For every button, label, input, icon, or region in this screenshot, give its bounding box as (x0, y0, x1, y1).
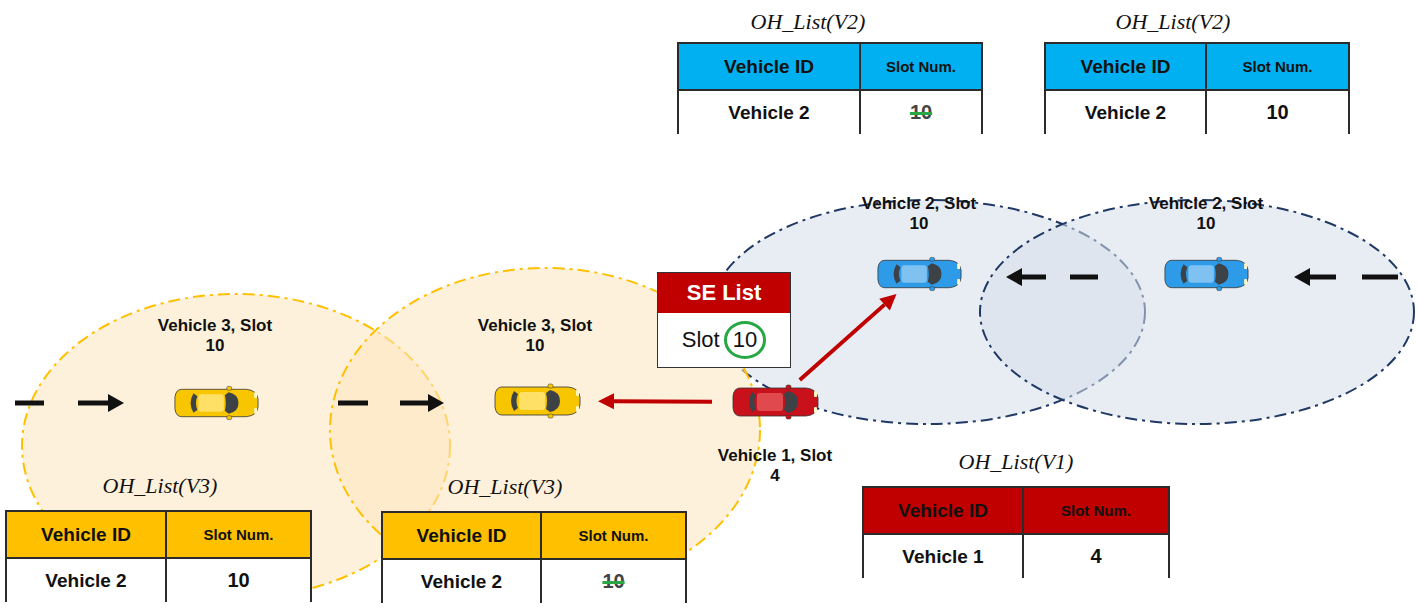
table-title: OH_List(V1) (959, 449, 1074, 475)
cell-text: Vehicle 1 (902, 546, 983, 568)
vehicle-label: Vehicle 3, Slot 10 (472, 316, 598, 356)
table-cell: Vehicle 2 (679, 89, 859, 134)
column-header: Slot Num. (1205, 44, 1348, 89)
vehicle-label: Vehicle 2, Slot 10 (858, 194, 980, 234)
car-icon (175, 386, 258, 419)
vehicle-node: Vehicle 2, Slot 10 (858, 194, 980, 294)
table-cell: Vehicle 2 (7, 557, 165, 602)
column-header: Vehicle ID (7, 512, 165, 557)
table-cell: 10 (165, 557, 310, 602)
column-header: Slot Num. (165, 512, 310, 557)
car-icon (878, 257, 961, 290)
car-icon (495, 384, 580, 418)
cell-text: Vehicle 2 (421, 571, 502, 593)
table-cell: Vehicle 1 (864, 533, 1022, 578)
list-entry: Slot (682, 327, 720, 353)
vehicle-label: Vehicle 3, Slot 10 (152, 316, 278, 356)
header-text: Vehicle ID (898, 500, 988, 522)
table-cell: Vehicle 2 (1046, 89, 1205, 134)
column-header: Vehicle ID (1046, 44, 1205, 89)
header-text: Slot Num. (204, 526, 274, 543)
column-header: Vehicle ID (864, 488, 1022, 533)
vehicle-node: Vehicle 2, Slot 10 (1145, 194, 1267, 294)
table-cell: 4 (1022, 533, 1168, 578)
message-arrow (800, 294, 897, 380)
header-text: Vehicle ID (417, 525, 507, 547)
range-circle (711, 200, 1414, 424)
table-cell: 10 (540, 558, 685, 603)
table-title: OH_List(V2) (1116, 9, 1231, 35)
table-cell: 10 (1205, 89, 1348, 134)
cell-text: 10 (1266, 101, 1288, 124)
list-table: Vehicle ID Slot Num. Vehicle 2 10 (381, 511, 687, 603)
header-text: Vehicle ID (1081, 56, 1171, 78)
table-title: OH_List(V3) (103, 473, 218, 499)
table-title: OH_List(V2) (751, 9, 866, 35)
header-text: Slot Num. (886, 58, 956, 75)
list-table: Vehicle ID Slot Num. Vehicle 1 4 (862, 486, 1170, 578)
column-header: Vehicle ID (679, 44, 859, 89)
header-text: Slot Num. (1243, 58, 1313, 75)
cell-text: 4 (1090, 545, 1101, 568)
arrow-head (879, 294, 896, 311)
column-header: Slot Num. (1022, 488, 1168, 533)
list-body: Slot10 (658, 313, 790, 367)
vehicle-node: Vehicle 3, Slot 10 (152, 316, 278, 422)
vehicle-label: Vehicle 2, Slot 10 (1145, 194, 1267, 234)
header-text: Slot Num. (579, 527, 649, 544)
table-cell: 10 (859, 89, 981, 134)
table-cell: Vehicle 2 (383, 558, 540, 603)
list-table: Vehicle ID Slot Num. Vehicle 2 10 (5, 510, 312, 602)
column-header: Vehicle ID (383, 513, 540, 558)
column-header: Slot Num. (540, 513, 685, 558)
cell-text: Vehicle 2 (45, 570, 126, 592)
cell-text: 10 (602, 570, 624, 593)
car-icon (733, 385, 818, 419)
arrow-line (800, 305, 885, 380)
vehicle-label: Vehicle 1, Slot 4 (712, 446, 838, 486)
header-text: Slot Num. (1061, 502, 1131, 519)
table-title: OH_List(V3) (448, 474, 563, 500)
list-box: SE ListSlot10 (657, 272, 791, 368)
arrow-head (598, 393, 614, 409)
vehicle-node: Vehicle 3, Slot 10 (472, 316, 598, 422)
message-arrow (598, 393, 712, 409)
list-title: SE List (658, 273, 790, 313)
cell-text: 10 (227, 569, 249, 592)
column-header: Slot Num. (859, 44, 981, 89)
arrow-line (614, 399, 712, 403)
list-table: Vehicle ID Slot Num. Vehicle 2 10 (1044, 42, 1350, 134)
slot-number: 10 (724, 321, 766, 359)
cell-text: 10 (910, 101, 932, 124)
vehicle-node: Vehicle 1, Slot 4 (712, 380, 838, 486)
header-text: Vehicle ID (724, 56, 814, 78)
header-text: Vehicle ID (41, 524, 131, 546)
car-icon (1165, 257, 1248, 290)
list-table: Vehicle ID Slot Num. Vehicle 2 10 (677, 42, 983, 134)
cell-text: Vehicle 2 (1085, 102, 1166, 124)
cell-text: Vehicle 2 (728, 102, 809, 124)
